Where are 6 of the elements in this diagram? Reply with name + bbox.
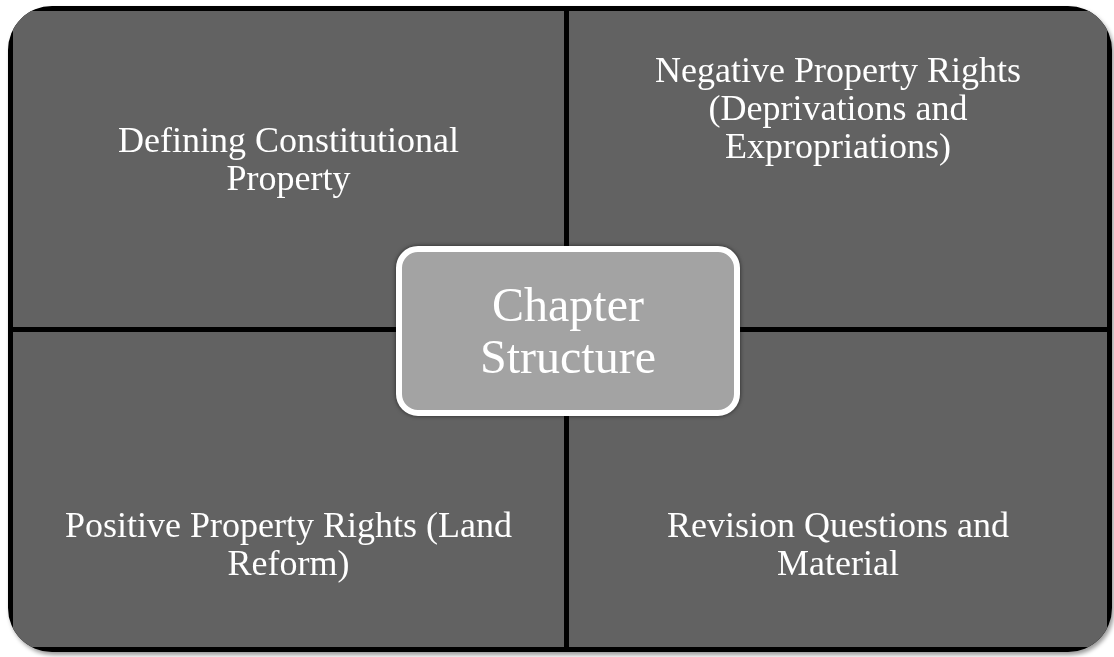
section-title: Positive Property Rights (Land Reform) — [64, 506, 513, 582]
section-title: Negative Property Rights (Deprivations and Expropriations) — [654, 51, 1022, 165]
section-title: Revision Questions and Material — [666, 506, 1010, 582]
section-title: Defining Constitutional Property — [117, 121, 460, 197]
center-title: Chapter Structure — [479, 279, 657, 383]
center-box — [396, 246, 740, 416]
